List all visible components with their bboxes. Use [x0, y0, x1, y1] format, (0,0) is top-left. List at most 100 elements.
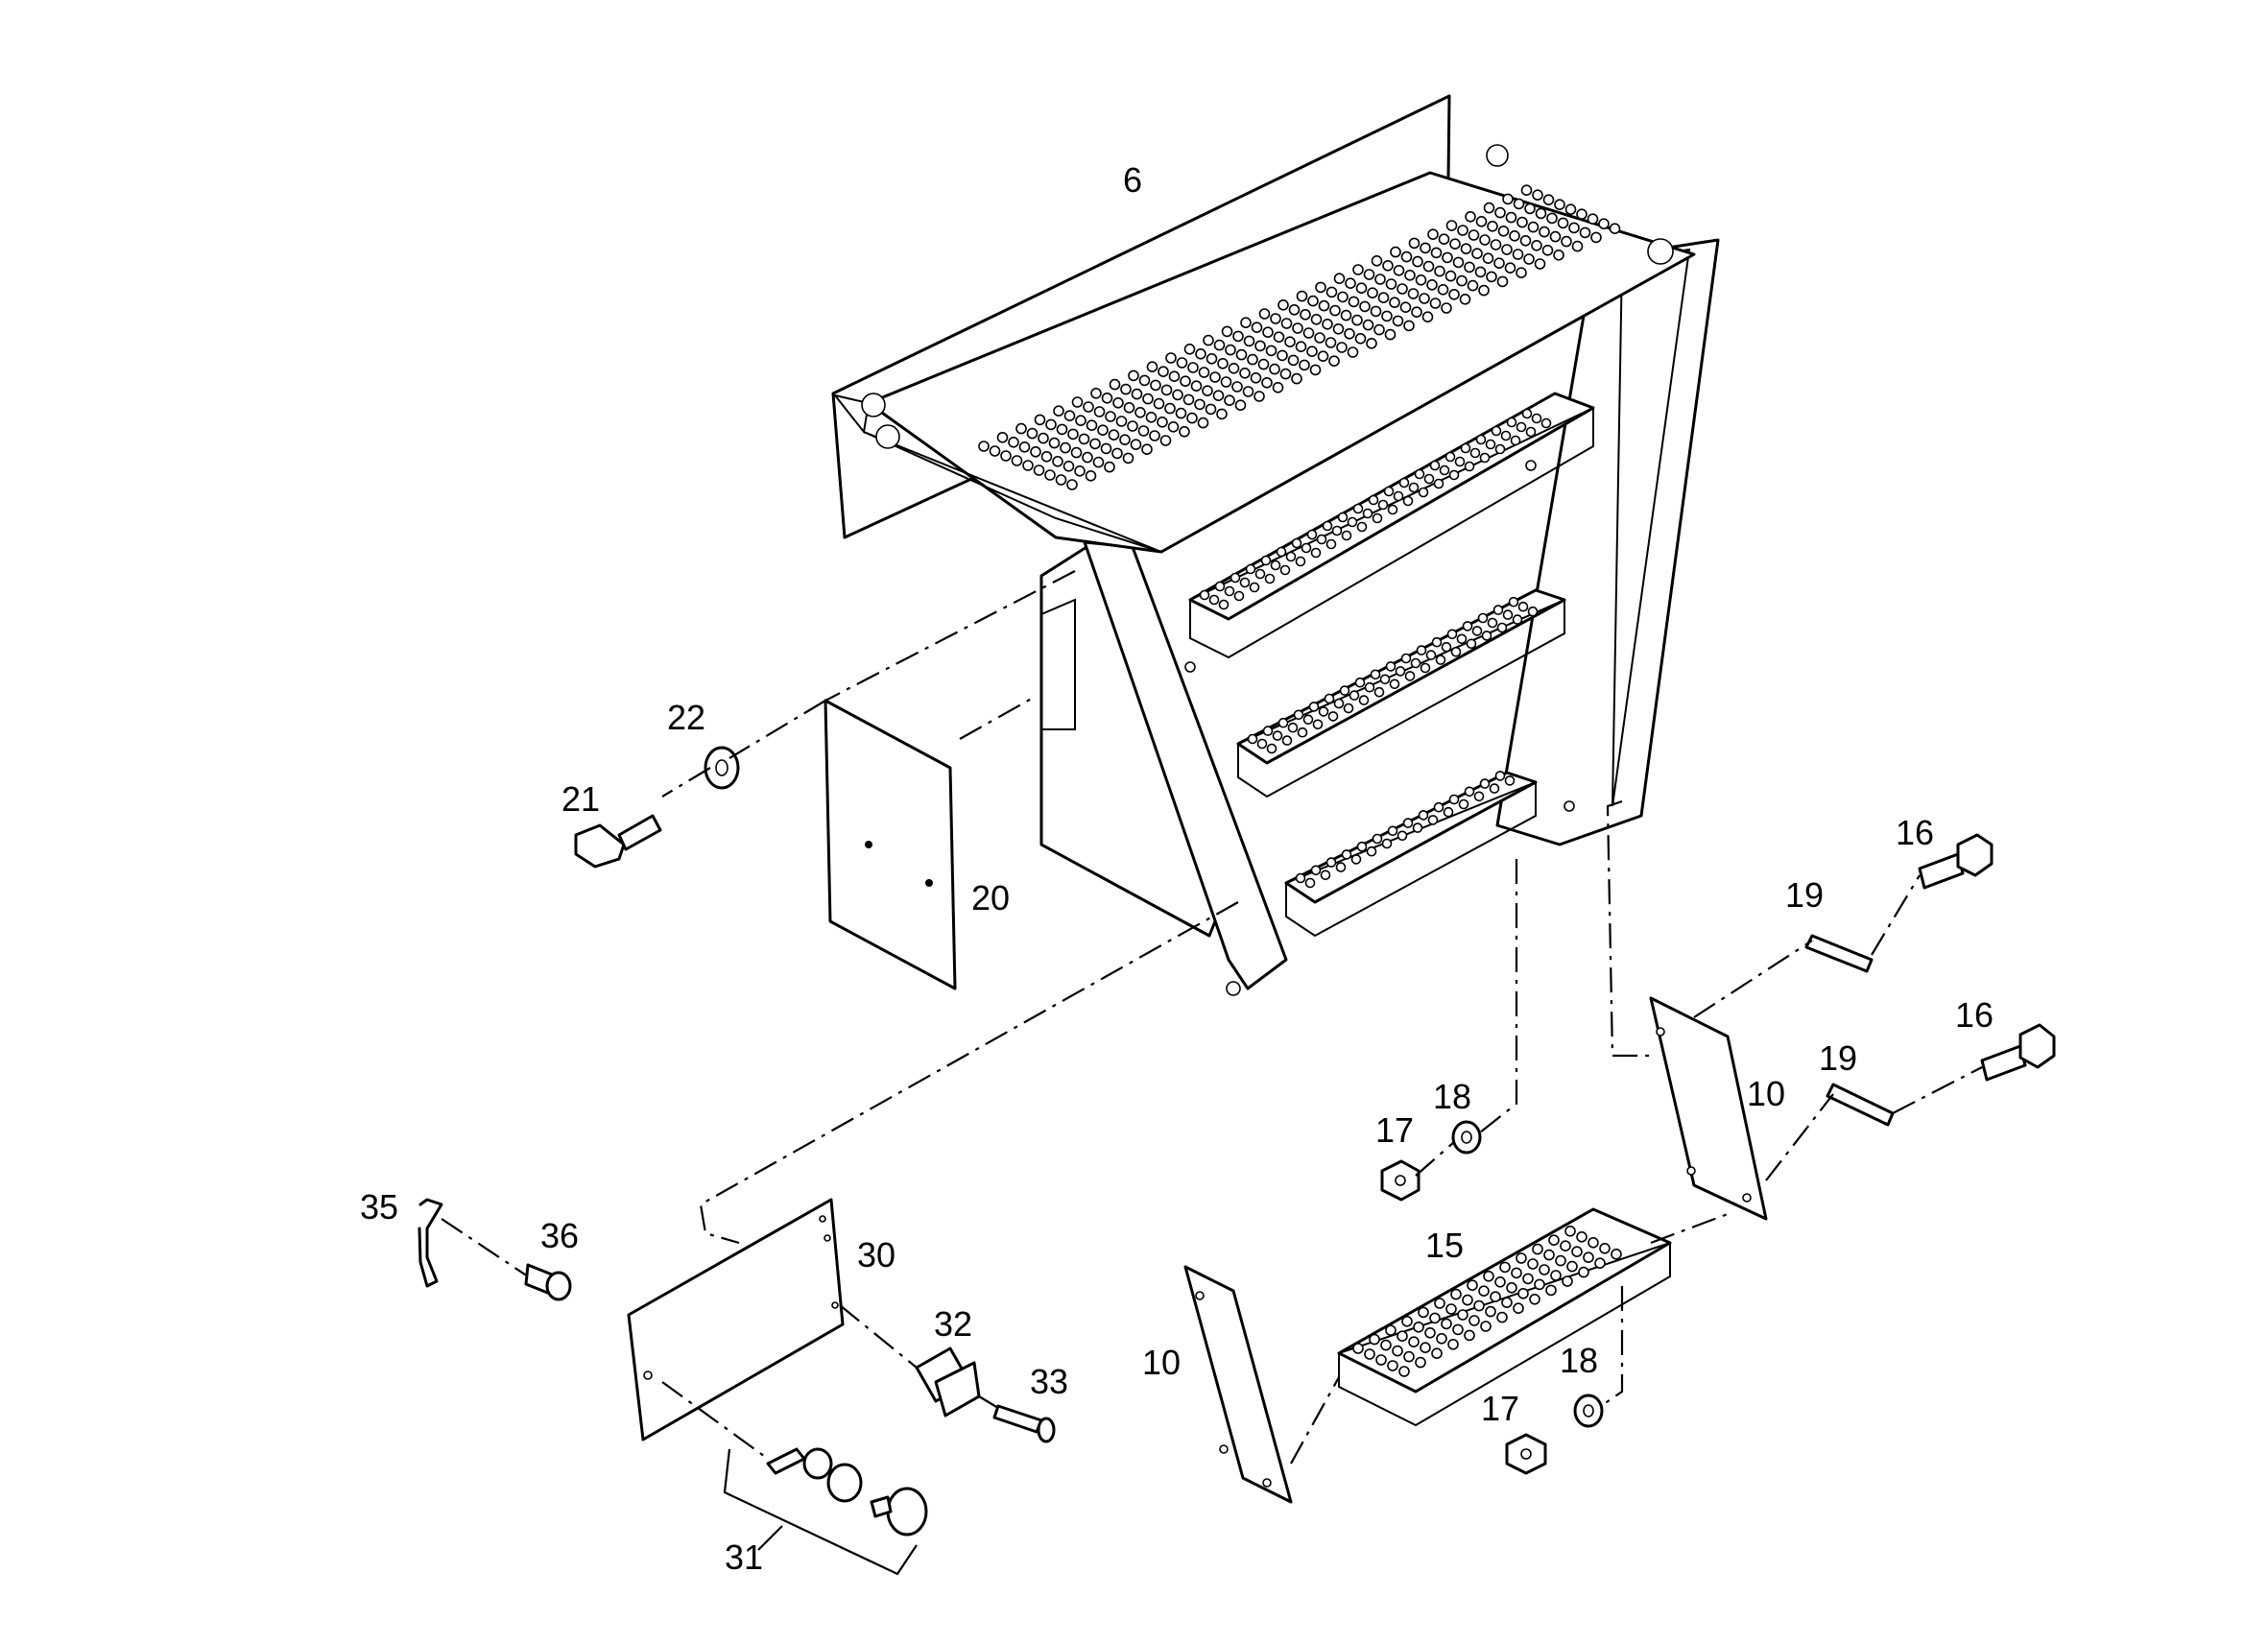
perforation-hole [1379, 674, 1391, 685]
side-plate-part-10-upper [1649, 996, 1768, 1221]
washer-part-18-lower [1573, 1394, 1604, 1428]
perforation-hole [1460, 243, 1472, 255]
perforation-hole [1397, 283, 1408, 295]
perforation-hole [1429, 298, 1442, 309]
perforation-hole [1276, 546, 1287, 558]
perforation-hole [1304, 877, 1316, 889]
lock-assembly-part-31 [723, 1447, 928, 1576]
perforation-hole [1300, 308, 1311, 321]
perforation-hole [1513, 198, 1525, 210]
perforation-hole [1532, 189, 1543, 201]
perforation-hole [1281, 735, 1293, 746]
callout-10-upper: 10 [1747, 1074, 1785, 1113]
perforation-hole [1609, 223, 1621, 234]
nut-part-17-upper [1380, 1159, 1420, 1202]
perforation-hole [1287, 354, 1300, 367]
perforation-hole [1302, 327, 1315, 339]
perforation-hole [1397, 1330, 1408, 1342]
perforation-hole [1486, 271, 1497, 283]
perforation-hole [1044, 469, 1056, 481]
perforation-hole [1412, 255, 1423, 268]
perforation-hole [1341, 849, 1352, 860]
perforation-hole [1389, 679, 1400, 690]
perforation-hole [1101, 392, 1113, 404]
callout-36: 36 [540, 1216, 579, 1255]
perforation-hole [1038, 432, 1049, 444]
bolt-part-16-upper [1918, 833, 1993, 890]
perforation-hole [1473, 791, 1485, 802]
perforation-hole [1483, 1271, 1494, 1282]
perforation-hole [1045, 418, 1057, 431]
perforation-hole [1213, 339, 1226, 351]
perforation-hole [1279, 368, 1292, 380]
perforation-hole [1026, 427, 1039, 440]
clip-part-19-lower [1826, 1083, 1895, 1127]
perforation-hole [1022, 460, 1034, 471]
perforation-hole [1459, 293, 1471, 305]
perforation-hole [1445, 1303, 1457, 1315]
perforation-hole [1318, 299, 1330, 312]
perforation-hole [1434, 1298, 1445, 1309]
perforation-hole [1296, 290, 1308, 302]
perforation-hole [1506, 417, 1517, 428]
perforation-hole [1590, 231, 1602, 244]
perforation-hole [1383, 486, 1395, 497]
perforation-hole [1448, 794, 1460, 805]
perforation-hole [1343, 703, 1354, 714]
perforation-hole [1426, 278, 1438, 291]
perforation-hole [1392, 1345, 1403, 1357]
perforation-hole [1487, 617, 1498, 629]
perforation-hole [1164, 402, 1176, 415]
perforation-hole [1015, 422, 1027, 435]
perforation-hole [1385, 278, 1397, 290]
perforation-hole [1287, 722, 1299, 733]
screw-part-33 [992, 1404, 1056, 1443]
perforation-hole [1579, 226, 1591, 239]
perforation-hole [1242, 386, 1254, 397]
perforation-hole [1429, 1312, 1441, 1324]
perforation-hole [1464, 461, 1475, 472]
perforation-hole [1433, 478, 1444, 489]
perforation-hole [1534, 1278, 1545, 1291]
perforation-hole [1352, 1343, 1364, 1354]
perforation-hole [1317, 350, 1329, 363]
perforation-hole [1387, 504, 1398, 515]
perforation-hole [1366, 337, 1377, 349]
perforation-hole [1485, 439, 1496, 450]
perforation-hole [1392, 315, 1404, 327]
perforation-hole [1550, 1270, 1562, 1281]
perforation-hole [1109, 378, 1121, 391]
perforation-hole [1115, 416, 1128, 427]
perforation-hole [1561, 235, 1572, 248]
perforation-hole [1356, 521, 1368, 533]
perforation-hole [1066, 479, 1078, 490]
perforation-hole [1119, 434, 1131, 446]
perforation-hole [1306, 529, 1318, 540]
perforation-hole [1354, 677, 1366, 688]
bolt-part-16-lower [1980, 1023, 2056, 1082]
perforation-hole [1368, 494, 1379, 506]
perforation-hole [1445, 220, 1458, 231]
perforation-hole [1444, 270, 1457, 282]
perforation-hole [1333, 698, 1345, 709]
perforation-hole [1277, 298, 1289, 311]
perforation-hole [1239, 577, 1251, 588]
perforation-hole [1291, 537, 1302, 549]
perforation-hole [1373, 323, 1385, 336]
perforation-hole [1172, 389, 1183, 401]
perforation-hole [1225, 344, 1236, 356]
perforation-hole [1272, 730, 1283, 741]
callout-30: 30 [857, 1235, 895, 1275]
perforation-hole [1320, 870, 1331, 881]
callout-21: 21 [561, 779, 600, 819]
perforation-hole [1123, 401, 1135, 414]
perforation-hole [1415, 1356, 1426, 1369]
perforation-hole [1522, 1273, 1534, 1285]
perforation-hole [1508, 596, 1519, 608]
perforation-hole [1285, 551, 1297, 562]
perforation-hole [1583, 1251, 1594, 1263]
perforation-hole [1427, 228, 1439, 240]
perforation-hole [1364, 681, 1375, 693]
assembly-leader-lines [441, 570, 1983, 1465]
